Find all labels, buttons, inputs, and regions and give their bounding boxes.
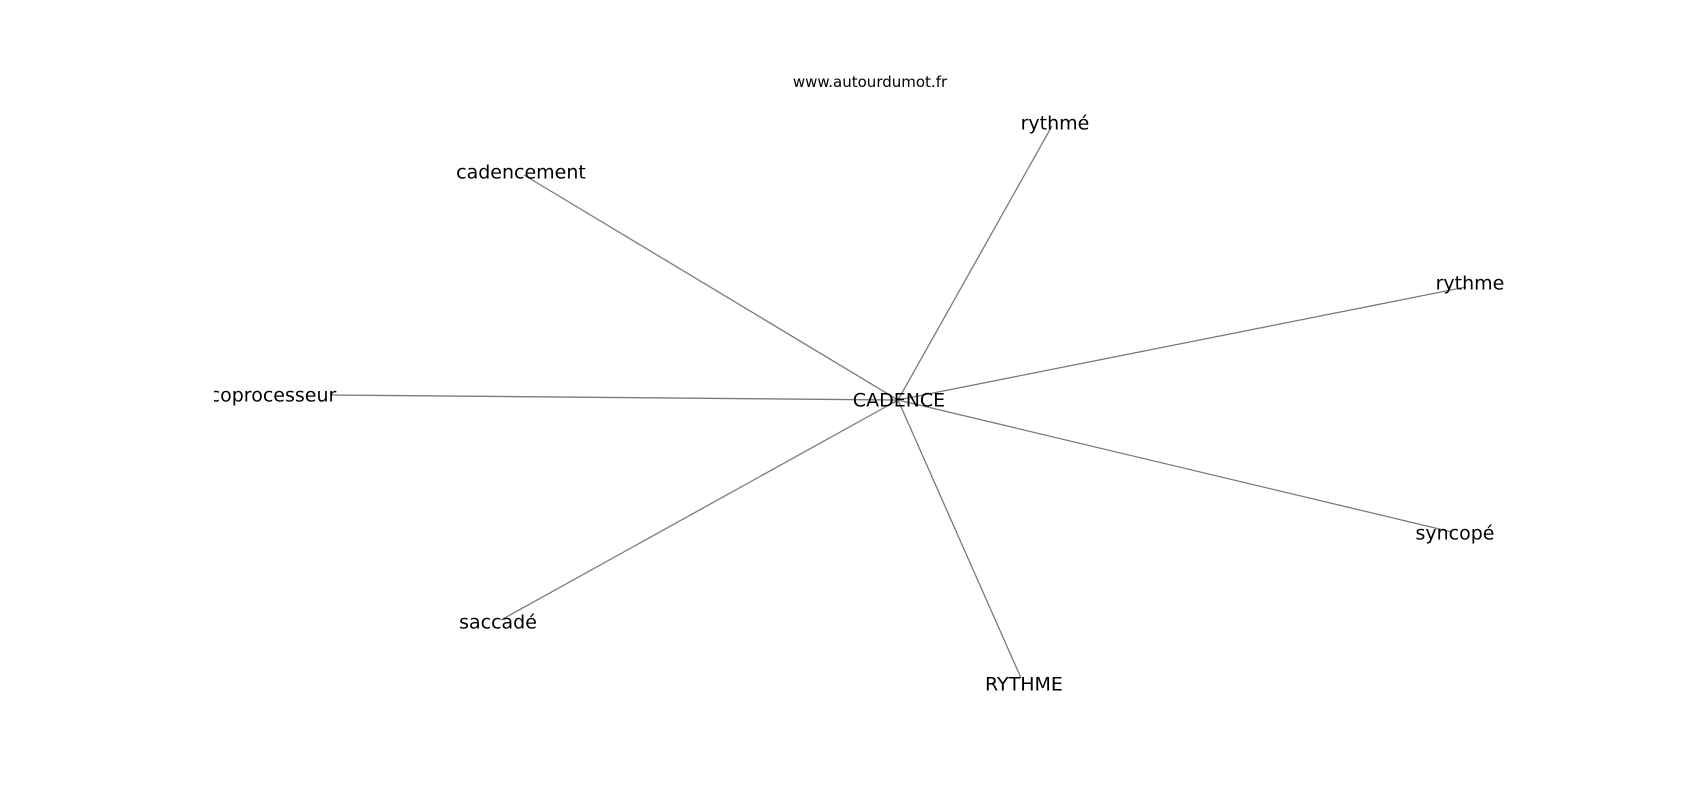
node-rythme[interactable]: rythme [1435, 272, 1505, 295]
plot-area: CADENCE rythmé cadencement rythme coproc… [214, 0, 1700, 800]
edge-rythme-accent [897, 125, 1053, 401]
edge-cadencement [523, 174, 899, 401]
node-saccade[interactable]: saccadé [459, 611, 537, 634]
node-rythme-accent[interactable]: rythmé [1020, 112, 1090, 135]
node-syncope[interactable]: syncopé [1415, 522, 1495, 545]
node-RYTHME[interactable]: RYTHME [985, 673, 1063, 696]
node-center[interactable]: CADENCE [852, 389, 946, 412]
node-cadencement[interactable]: cadencement [456, 161, 586, 184]
node-coprocesseur[interactable]: coprocesseur [214, 384, 337, 407]
watermark-text: www.autourdumot.fr [792, 73, 948, 91]
edge-saccade [500, 399, 899, 621]
edge-RYTHME [897, 399, 1022, 679]
edge-rythme [897, 286, 1467, 401]
edge-coprocesseur [329, 394, 899, 401]
edge-syncope [897, 399, 1453, 533]
